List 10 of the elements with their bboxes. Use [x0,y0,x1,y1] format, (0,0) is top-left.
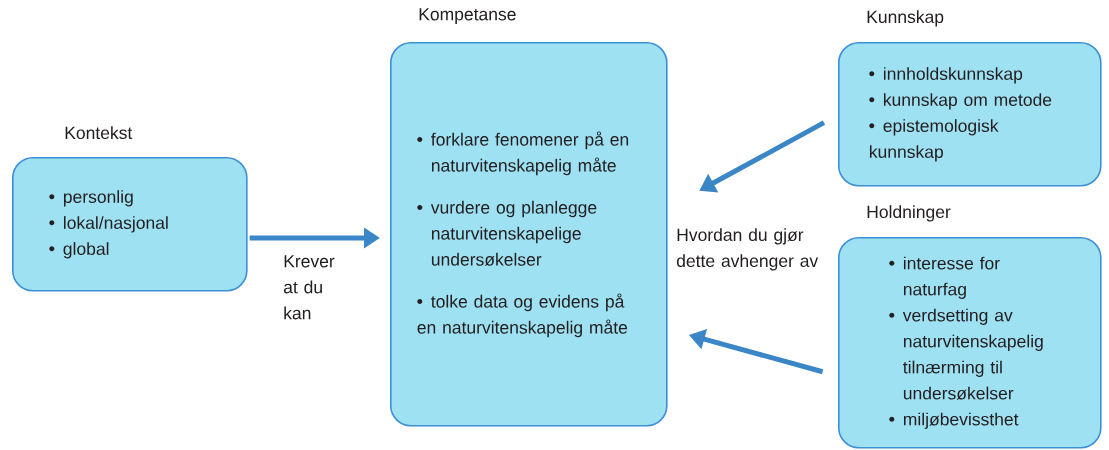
rounded-box: personlig lokal/nasjonal global [12,157,248,292]
box-heading: Kompetanse [419,8,516,24]
box-heading: Kunnskap [867,10,944,27]
arrow-label: Krever at du kan [283,255,335,320]
box-heading: Holdninger [867,205,951,222]
rounded-box: innholdskunnskap kunnskap om metode epistemologisk kunnskap [838,42,1102,187]
box-heading: Kontekst [65,126,133,140]
rounded-box: forklare fenomener på en naturvitenskapelig måte vurdere og planlegge naturvitenskapelige undersøkelser tolke data og evidens på en naturvitenskapelig måte [390,42,668,427]
rounded-box: interesse for naturfag verdsetting av naturvitenskapelig tilnærming til undersøkelser miljøbevissthet [838,237,1102,449]
note-text: Hvordan du gjør dette avhenger av [676,228,819,271]
